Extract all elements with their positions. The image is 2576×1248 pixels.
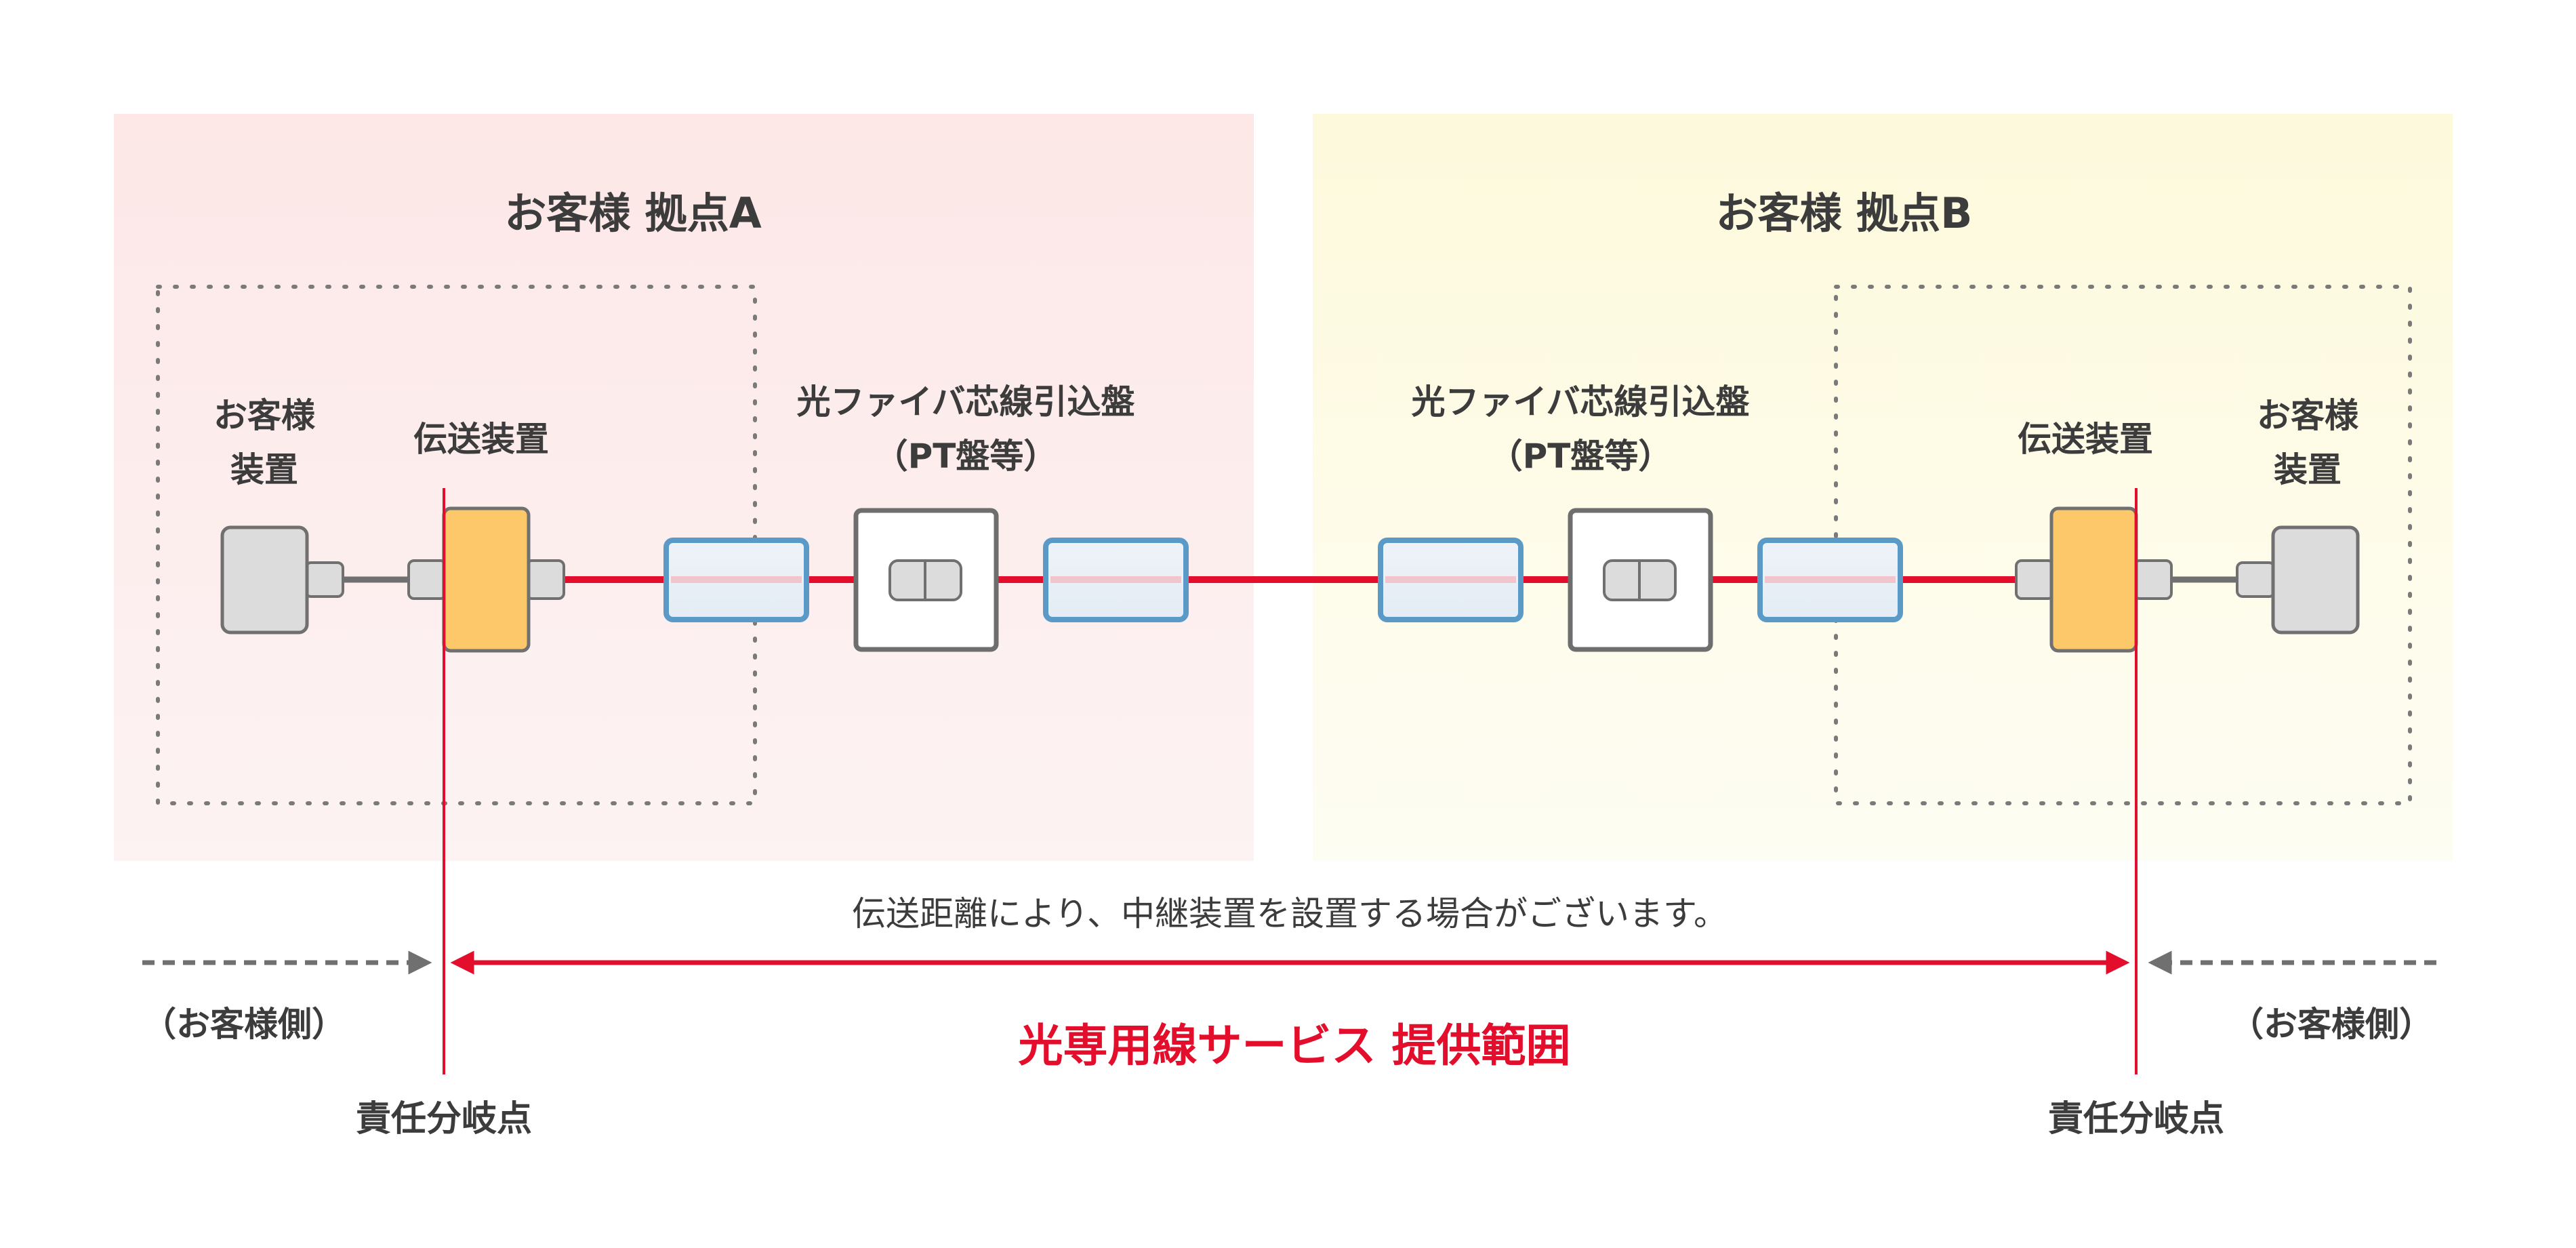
demarcation-label-left: 責任分岐点 [356, 1099, 532, 1140]
site-b-area [1313, 114, 2453, 861]
site-b-customer-device-body [2271, 525, 2360, 635]
site-a-customer-device-port [304, 561, 344, 598]
site-a-pt-panel-label-line1: 光ファイバ芯線引込盤 [797, 382, 1135, 422]
customer-side-label-right: （お客様側） [2230, 1005, 2433, 1044]
site-a-pt-panel [853, 508, 999, 652]
site-b-customer-device-label-line1: お客様 [2257, 396, 2359, 435]
site-a-customer-device-body [220, 525, 309, 635]
site-b-customer-device-port [2236, 561, 2276, 598]
site-a-transmission-device-port-left [407, 559, 447, 600]
site-b-pt-panel-label-line1: 光ファイバ芯線引込盤 [1412, 382, 1750, 422]
site-b-transmission-device [2015, 506, 2173, 653]
site-b-transmission-device-port-right [2133, 559, 2173, 600]
site-a-fiber-connector-left [663, 538, 809, 622]
customer-side-label-left: （お客様側） [142, 1005, 346, 1044]
site-a-area [114, 114, 1254, 861]
site-b-transmission-device-body [2049, 506, 2138, 653]
site-b-pt-panel [1568, 508, 1713, 652]
site-b-pt-panel-label-line2: （PT盤等） [1489, 437, 1673, 476]
site-a-pt-panel-label-line2: （PT盤等） [874, 437, 1058, 476]
site-a-title: お客様 拠点A [504, 188, 762, 238]
site-b-customer-device-label-line2: 装置 [2274, 450, 2342, 489]
site-b-customer-boundary [1834, 285, 2412, 805]
site-a-transmission-device-body [442, 506, 531, 653]
site-a-transmission-device-label: 伝送装置 [413, 420, 549, 459]
site-a-customer-device-label-line1: お客様 [213, 396, 316, 435]
site-b-fiber-connector-left [1378, 538, 1524, 622]
site-a-customer-device [220, 525, 344, 635]
service-scope-label: 光専用線サービス 提供範囲 [1019, 1020, 1571, 1072]
site-b-transmission-device-label: 伝送装置 [2018, 420, 2153, 459]
relay-device-note: 伝送距離により、中継装置を設置する場合がございます。 [852, 894, 1727, 933]
site-b-title: お客様 拠点B [1716, 188, 1973, 238]
site-b-customer-device [2236, 525, 2360, 635]
site-a-customer-boundary [156, 285, 757, 805]
site-b-transmission-device-port-left [2015, 559, 2055, 600]
site-a-customer-device-label-line2: 装置 [230, 450, 298, 489]
demarcation-label-right: 責任分岐点 [2048, 1099, 2224, 1140]
site-a-transmission-device [407, 506, 565, 653]
site-a-fiber-connector-right [1043, 538, 1189, 622]
site-a-transmission-device-port-right [525, 559, 565, 600]
site-b-fiber-connector-right [1757, 538, 1903, 622]
